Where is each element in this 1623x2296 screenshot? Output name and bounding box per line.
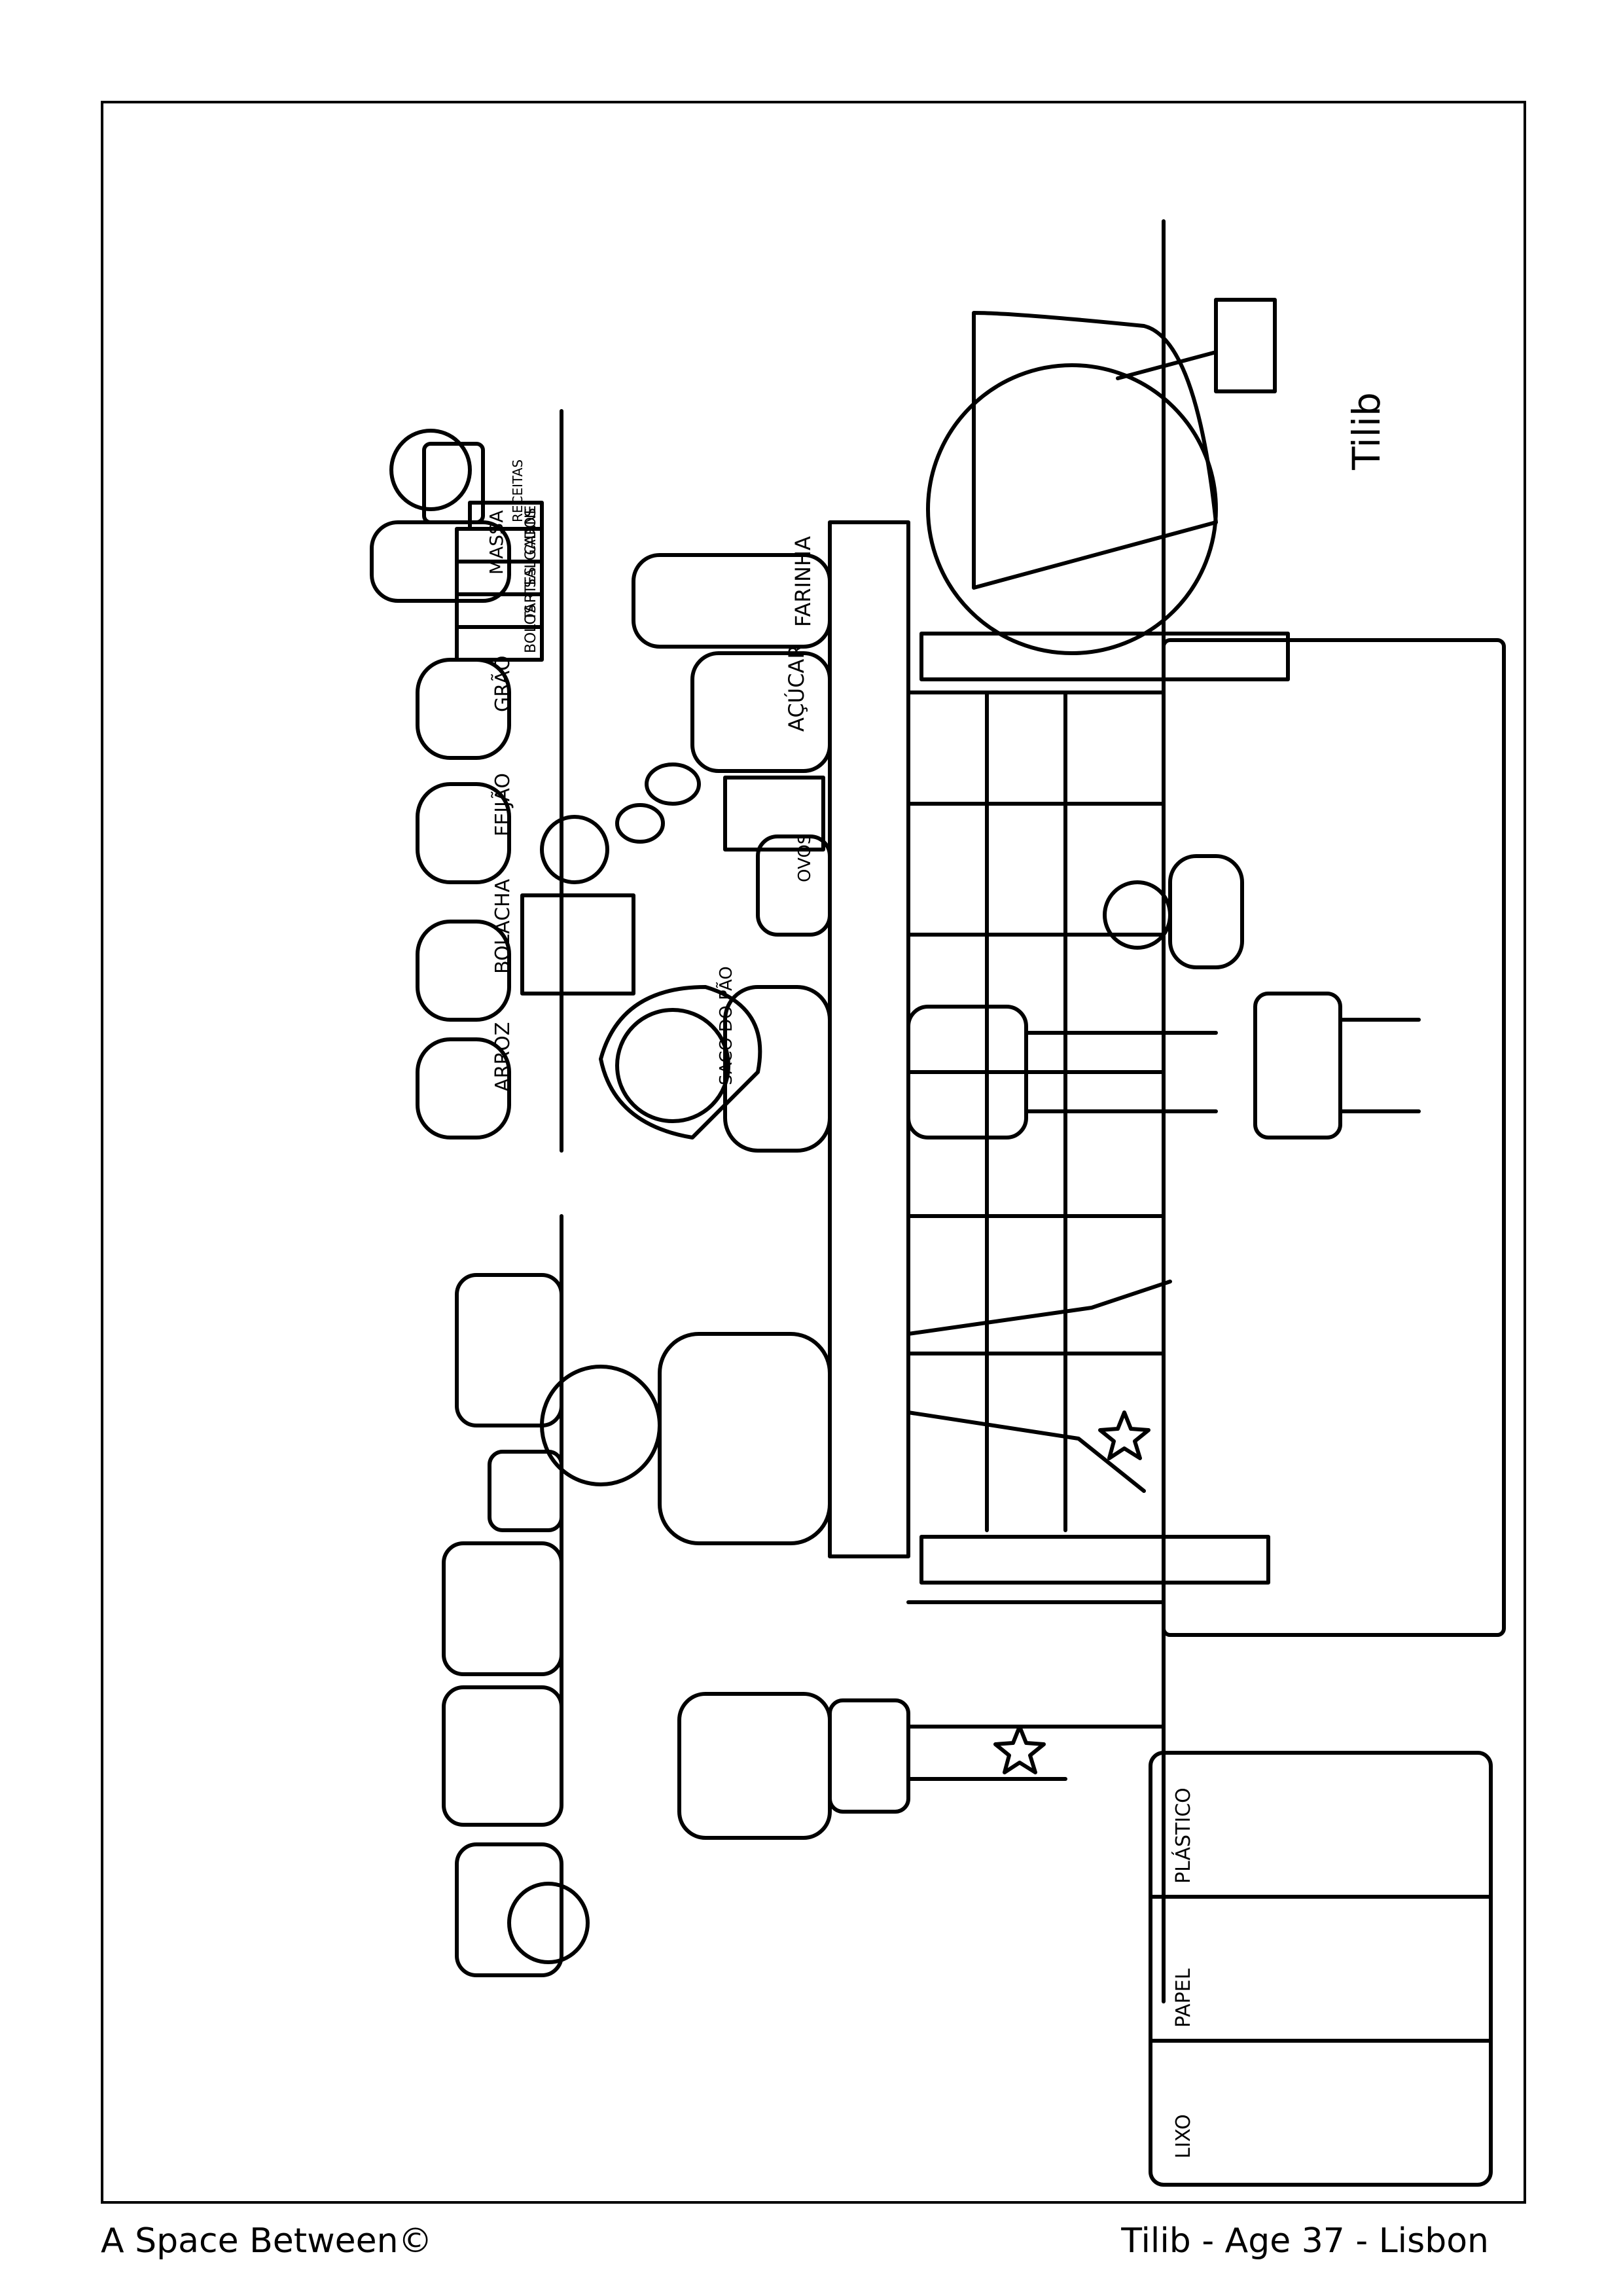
artist-signature: Tilib	[1344, 392, 1389, 471]
coloring-page-frame: ARROZ BOLACHA FEIJÃO GRÃO MASSA CARNE SA…	[101, 101, 1526, 2204]
bin-label-plastico: PLÁSTICO	[1171, 1787, 1195, 1884]
counter-leg-bottom	[919, 1535, 1270, 1585]
book-salgados: SALGADOS	[523, 508, 539, 588]
vegetable-basket	[677, 1692, 832, 1840]
book-receitas: RECEITAS	[510, 459, 526, 522]
star-decoration-2	[993, 1725, 1046, 1774]
book-bolos: BOLOS	[523, 604, 539, 653]
kitchen-scene: ARROZ BOLACHA FEIJÃO GRÃO MASSA CARNE SA…	[370, 219, 1506, 2187]
book-carne: CARNE	[523, 505, 539, 555]
woman-with-glasses	[540, 1280, 1172, 1545]
pantry-jars	[370, 520, 511, 1139]
recycle-bins	[1149, 1751, 1493, 2187]
bin-label-lixo: LIXO	[1172, 2114, 1195, 2159]
star-decoration	[1098, 1410, 1150, 1460]
egg-basket-label: OVOS	[795, 834, 815, 882]
canister-label-acucar: AÇÚCAR	[783, 644, 809, 732]
wall-plate	[540, 815, 609, 884]
canister-label-farinha: FARINHA	[791, 536, 815, 627]
jar-label-bolacha: BOLACHA	[491, 878, 514, 974]
jar-label-grao: GRÃO	[491, 656, 514, 712]
cookware	[442, 1273, 590, 1977]
kitchen-counter	[828, 520, 910, 1558]
planter-bush	[926, 363, 1218, 655]
broom-head	[1214, 298, 1277, 393]
wall-photo-frame	[520, 893, 635, 996]
child-with-bow	[615, 985, 1218, 1153]
bread-bag	[599, 985, 762, 1139]
canister-acucar	[690, 651, 832, 773]
cat	[1103, 854, 1244, 969]
utensil-spoon	[645, 762, 701, 806]
utensil-holder	[723, 776, 825, 852]
broom-handle	[1116, 350, 1218, 380]
bin-label-papel: PAPEL	[1172, 1968, 1195, 2028]
bar-stool	[1253, 992, 1421, 1139]
jar-label-massa: MASSA	[486, 510, 507, 575]
publisher-credit: A Space Between©	[101, 2221, 433, 2261]
jar-label-arroz: ARROZ	[491, 1022, 514, 1092]
kitchen-coloring-illustration: ARROZ BOLACHA FEIJÃO GRÃO MASSA CARNE SA…	[370, 219, 1506, 2187]
artist-credit: Tilib - Age 37 - Lisbon	[1121, 2221, 1489, 2261]
canister-farinha	[632, 553, 832, 649]
cabinet-doors	[906, 691, 1166, 1781]
egg-basket	[756, 834, 832, 937]
toaster	[828, 1698, 910, 1814]
floor-rug	[1162, 638, 1506, 1637]
book-tartes: TARTES	[523, 567, 539, 621]
large-planter	[972, 311, 1218, 590]
hanging-plant	[389, 429, 485, 524]
jar-label-feijao: FEIJÃO	[491, 773, 514, 836]
recipe-books	[455, 501, 544, 662]
counter-leg-top	[919, 632, 1290, 681]
